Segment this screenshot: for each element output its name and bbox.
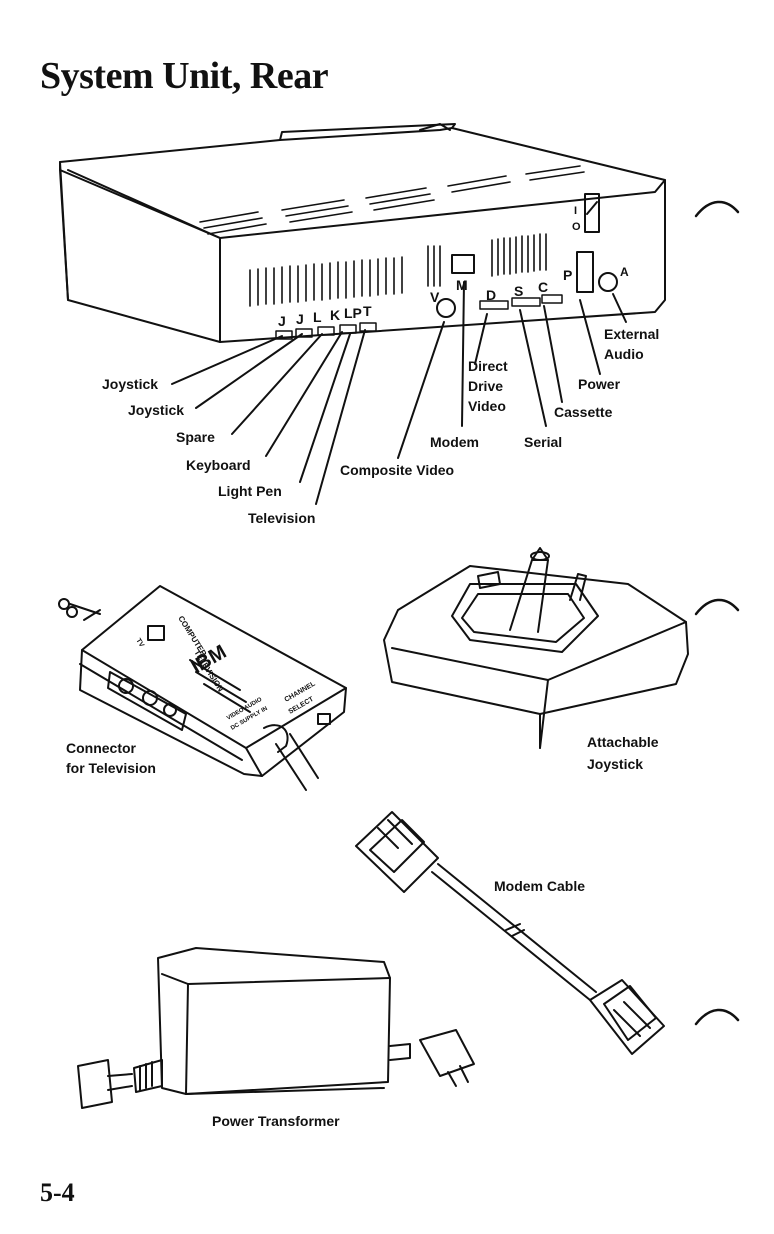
port-letter-v: V [430, 289, 440, 305]
page-edge-marks [694, 200, 740, 1026]
callout-keyboard: Keyboard [186, 457, 251, 473]
label-power-transformer: Power Transformer [212, 1113, 340, 1129]
port-letter-t: T [363, 303, 372, 319]
modem-cable-illustration [355, 811, 665, 1055]
port-letter-a: A [620, 265, 629, 279]
page-title: System Unit, Rear [40, 55, 329, 97]
callout-joystick-2: Joystick [128, 402, 185, 418]
callout-composite-video: Composite Video [340, 462, 455, 478]
switch-mark-off: O [572, 221, 581, 233]
tv-box-tv-label: TV [134, 637, 145, 649]
port-letter-l: L [313, 309, 322, 325]
port-letter-j2: J [296, 311, 304, 327]
port-letter-p: P [563, 267, 572, 283]
switch-mark-on: I [574, 205, 577, 217]
label-attachable: Attachable [587, 734, 659, 750]
label-for-television: for Television [66, 760, 156, 776]
callout-cassette: Cassette [554, 404, 613, 420]
port-letter-lp: LP [344, 305, 362, 321]
callout-power: Power [578, 376, 621, 392]
power-switch-icon [584, 193, 600, 233]
callout-audio: Audio [604, 346, 644, 362]
port-letter-c: C [538, 279, 548, 295]
callout-television: Television [248, 510, 316, 526]
page-number: 5-4 [40, 1178, 75, 1207]
tv-connector-illustration [58, 585, 347, 791]
callout-drive: Drive [468, 378, 504, 394]
port-letter-k: K [330, 307, 340, 323]
rear-connectors [275, 294, 563, 340]
port-letter-d: D [486, 287, 496, 303]
system-unit-illustration [59, 123, 666, 505]
rear-vents [249, 233, 547, 307]
callout-serial: Serial [524, 434, 563, 450]
callout-modem: Modem [430, 434, 479, 450]
label-connector: Connector [66, 740, 136, 756]
power-socket-icon [576, 251, 594, 293]
callout-external: External [604, 326, 660, 342]
composite-video-jack-icon [436, 298, 456, 318]
callout-joystick-1: Joystick [102, 376, 159, 392]
callout-spare: Spare [176, 429, 215, 445]
port-letter-j1: J [278, 313, 286, 329]
callout-direct: Direct [468, 358, 508, 374]
joystick-illustration [383, 547, 689, 749]
power-transformer-illustration [77, 947, 475, 1109]
port-letter-m: M [456, 277, 468, 293]
callout-video: Video [468, 398, 506, 414]
audio-jack-icon [598, 272, 618, 292]
modem-port-icon [451, 254, 475, 274]
port-letter-s: S [514, 283, 523, 299]
label-modem-cable: Modem Cable [494, 878, 586, 894]
label-joystick: Joystick [587, 756, 644, 772]
callout-light-pen: Light Pen [218, 483, 282, 499]
